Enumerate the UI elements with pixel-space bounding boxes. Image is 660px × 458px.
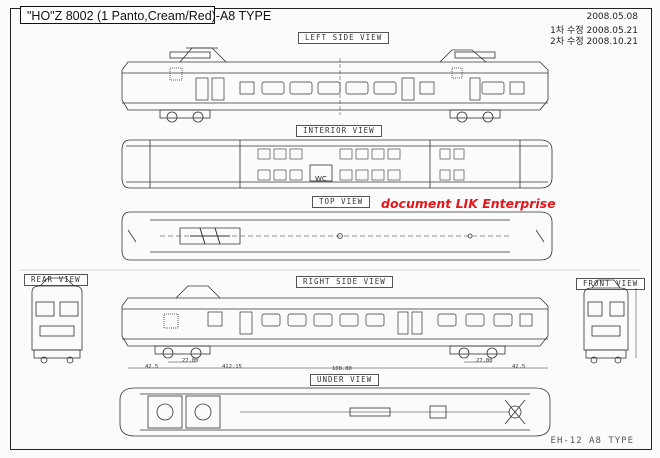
under-view-drawing xyxy=(119,387,551,437)
label-right-side-view: RIGHT SIDE VIEW xyxy=(296,276,393,288)
dimension-label: 42.5 xyxy=(145,364,159,370)
revision-1: 1차 수정 2008.05.21 xyxy=(550,26,638,36)
left-side-view-drawing xyxy=(121,47,549,123)
revision-2: 2차 수정 2008.10.21 xyxy=(550,37,638,47)
label-left-side-view: LEFT SIDE VIEW xyxy=(298,32,390,44)
dimension-label: 27.00 xyxy=(182,358,199,364)
dimension-label: 412.15 xyxy=(222,364,242,370)
dimension-label: 42.5 xyxy=(512,364,526,370)
sheet-frame xyxy=(10,8,652,450)
label-interior-view: INTERIOR VIEW xyxy=(296,125,382,137)
label-under-view: UNDER VIEW xyxy=(310,374,380,386)
drawing-title: "HO"Z 8002 (1 Panto,Cream/Red)-A8 TYPE xyxy=(20,6,271,24)
right-side-view-drawing xyxy=(121,285,549,369)
watermark: document LIK Enterprise xyxy=(381,196,556,211)
interior-view-drawing xyxy=(121,139,553,189)
sheet-code: EH-12 A8 TYPE xyxy=(550,436,634,446)
front-view-drawing xyxy=(583,279,637,364)
top-view-drawing xyxy=(121,211,553,261)
label-top-view: TOP VIEW xyxy=(312,196,371,208)
label-rear-view: REAR VIEW xyxy=(24,274,88,286)
dimension-label: 27.00 xyxy=(476,358,493,364)
dimension-label: 108.80 xyxy=(332,366,352,372)
revision-date: 2008.05.08 xyxy=(586,12,638,22)
interior-wc-label: WC xyxy=(315,175,327,183)
rear-view-drawing xyxy=(31,277,83,364)
label-front-view: FRONT VIEW xyxy=(576,278,646,290)
